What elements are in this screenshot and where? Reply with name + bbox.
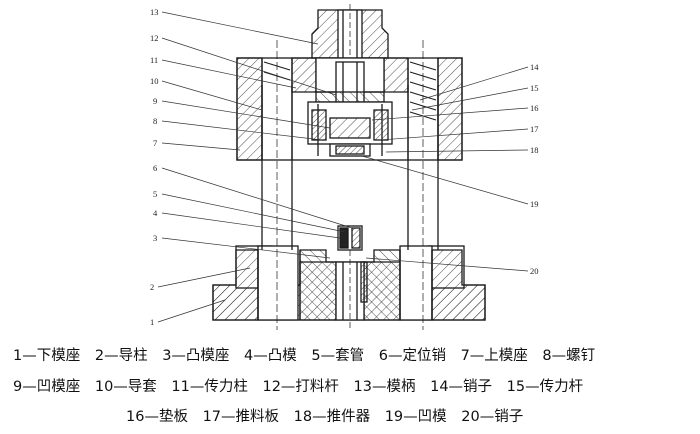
callout-6: 6 xyxy=(153,163,157,173)
callout-16: 16 xyxy=(530,103,539,113)
callout-17: 17 xyxy=(530,124,539,134)
callout-15: 15 xyxy=(530,83,539,93)
upper-die-base xyxy=(236,57,463,161)
punch-holder xyxy=(299,249,401,330)
legend-item: 11—传力柱 xyxy=(171,379,248,395)
legend-item: 10—导套 xyxy=(94,379,157,395)
callout-9: 9 xyxy=(153,96,157,106)
callout-7: 7 xyxy=(153,138,157,148)
callout-19: 19 xyxy=(530,199,539,209)
callout-18: 18 xyxy=(530,145,539,155)
legend-item: 14—销子 xyxy=(430,379,493,395)
legend-item: 6—定位销 xyxy=(378,348,446,364)
callout-14: 14 xyxy=(530,62,539,72)
callout-4: 4 xyxy=(153,208,158,218)
callout-labels: 1 2 3 4 5 6 7 8 9 10 11 12 13 14 15 16 1… xyxy=(150,7,539,327)
callout-13: 13 xyxy=(150,7,159,17)
legend-item: 4—凸模 xyxy=(244,348,297,364)
ejector-assembly xyxy=(307,57,393,157)
callout-20: 20 xyxy=(530,266,539,276)
legend-item: 9—凹模座 xyxy=(13,379,81,395)
callout-12: 12 xyxy=(150,33,159,43)
legend-item: 1—下模座 xyxy=(13,348,81,364)
lower-die-base xyxy=(212,245,486,321)
legend-item: 17—推料板 xyxy=(202,409,280,425)
legend-item: 2—导柱 xyxy=(94,348,148,364)
legend-line-1: 1—下模座 2—导柱 3—凸模座 4—凸模 5—套管 6—定位销 7—上模座 8… xyxy=(13,344,595,365)
legend-item: 20—销子 xyxy=(461,409,524,425)
legend-item: 18—推件器 xyxy=(293,409,371,425)
legend-item: 8—螺钉 xyxy=(542,348,596,364)
leader-lines xyxy=(157,11,529,323)
parts-legend: 1—下模座 2—导柱 3—凸模座 4—凸模 5—套管 6—定位销 7—上模座 8… xyxy=(0,338,700,434)
legend-item: 5—套管 xyxy=(311,348,365,364)
callout-2: 2 xyxy=(150,282,154,292)
die-drawing: 1 2 3 4 5 6 7 8 9 10 11 12 13 14 15 16 1… xyxy=(150,4,539,330)
callout-8: 8 xyxy=(153,116,157,126)
callout-11: 11 xyxy=(150,55,158,65)
legend-item: 3—凸模座 xyxy=(162,348,230,364)
legend-item: 15—传力杆 xyxy=(506,379,584,395)
legend-item: 19—凹模 xyxy=(384,409,447,425)
punch xyxy=(337,225,363,251)
callout-1: 1 xyxy=(150,317,154,327)
die-shank xyxy=(311,4,389,70)
legend-line-2: 9—凹模座 10—导套 11—传力柱 12—打料杆 13—模柄 14—销子 15… xyxy=(13,375,583,396)
legend-item: 7—上模座 xyxy=(460,348,528,364)
legend-item: 12—打料杆 xyxy=(262,379,339,395)
callout-3: 3 xyxy=(153,233,157,243)
callout-5: 5 xyxy=(153,189,157,199)
callout-10: 10 xyxy=(150,76,159,86)
legend-item: 13—模柄 xyxy=(353,379,416,395)
legend-line-3: 16—垫板 17—推料板 18—推件器 19—凹模 20—销子 xyxy=(126,405,523,426)
legend-item: 16—垫板 xyxy=(126,409,188,425)
